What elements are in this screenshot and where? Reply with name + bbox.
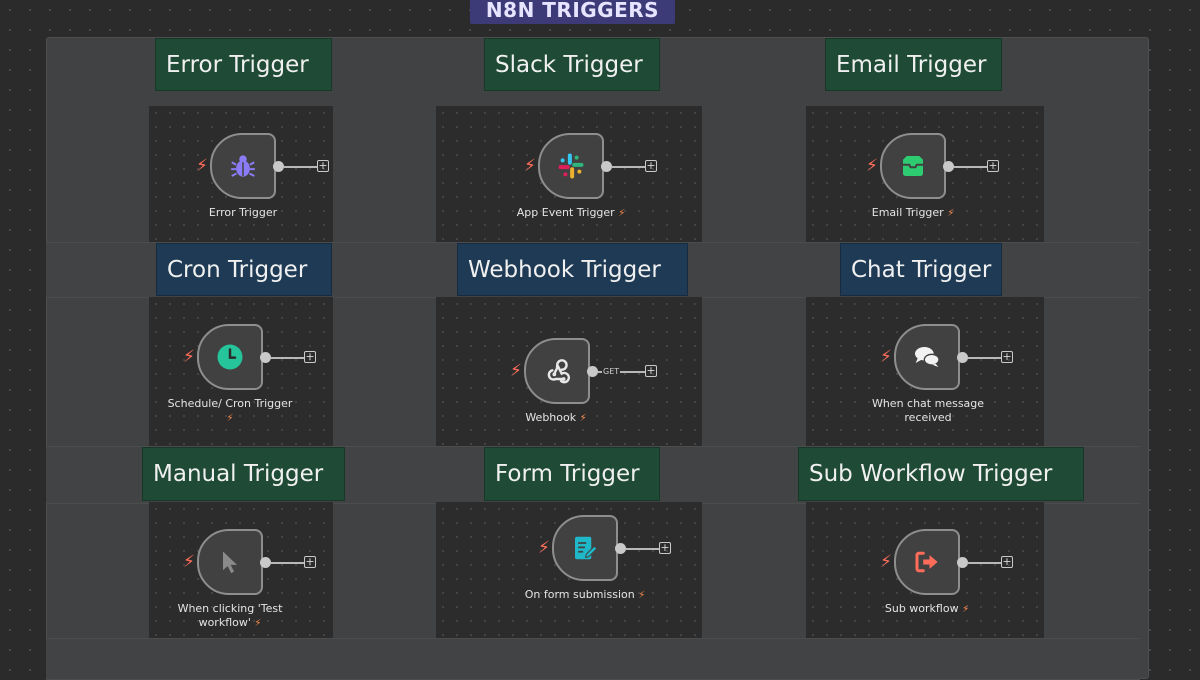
output-handle[interactable] (587, 366, 598, 377)
output-handle[interactable] (260, 557, 271, 568)
output-handle[interactable] (943, 161, 954, 172)
node-label-webhook: Webhook ⚡ (525, 411, 587, 424)
output-handle[interactable] (957, 557, 968, 568)
add-node-plus-icon[interactable]: + (659, 541, 671, 554)
add-node-plus-icon[interactable]: + (645, 159, 657, 172)
add-node-plus-icon[interactable]: + (1001, 350, 1013, 363)
add-node-plus-icon[interactable]: + (304, 350, 316, 363)
add-node-plus-icon[interactable]: + (317, 159, 329, 172)
node-label-schedule-cron-trigger: Schedule/ Cron Trigger⚡ (167, 397, 293, 424)
node-label-error-trigger: Error Trigger (208, 206, 278, 219)
sticky-manual-trigger[interactable]: Manual Trigger (142, 447, 345, 501)
inbox-icon (903, 156, 923, 176)
output-connector (598, 371, 646, 373)
output-connector (612, 166, 646, 168)
trigger-bolt-icon: ⚡ (510, 361, 522, 381)
node-form-trigger[interactable] (552, 515, 618, 581)
section-header[interactable]: N8N TRIGGERS (470, 0, 675, 24)
output-handle[interactable] (957, 352, 968, 363)
canvas-manual-trigger (149, 502, 333, 638)
webhook-icon (547, 359, 571, 384)
trigger-bolt-icon: ⚡ (183, 347, 195, 367)
sticky-email-trigger[interactable]: Email Trigger (825, 38, 1002, 91)
output-connector (626, 548, 660, 550)
bug-icon (231, 155, 255, 177)
form-icon (575, 536, 598, 560)
sticky-chat-trigger[interactable]: Chat Trigger (840, 243, 1002, 296)
output-handle[interactable] (273, 161, 284, 172)
slack-icon (558, 153, 584, 179)
sticky-sub-workflow-trigger[interactable]: Sub Workflow Trigger (798, 447, 1084, 501)
node-chat-trigger[interactable] (894, 324, 960, 390)
node-label-form-trigger: On form submission ⚡ (524, 588, 646, 601)
output-connector (954, 166, 988, 168)
node-webhook[interactable] (524, 338, 590, 404)
http-method-label: GET (602, 367, 621, 376)
sticky-error-trigger[interactable]: Error Trigger (155, 38, 332, 91)
trigger-bolt-icon: ⚡ (196, 156, 208, 176)
output-connector (968, 562, 1002, 564)
output-connector (271, 562, 305, 564)
node-label-email-trigger: Email Trigger ⚡ (871, 206, 955, 219)
trigger-bolt-icon: ⚡ (866, 156, 878, 176)
output-handle[interactable] (601, 161, 612, 172)
sign-in-icon (915, 551, 938, 573)
row-divider-band (46, 638, 1140, 680)
output-handle[interactable] (615, 543, 626, 554)
output-connector (271, 357, 305, 359)
output-connector (284, 166, 318, 168)
node-error-trigger[interactable] (210, 133, 276, 199)
trigger-bolt-icon: ⚡ (538, 538, 550, 558)
node-sub-workflow[interactable] (894, 529, 960, 595)
node-schedule-cron-trigger[interactable] (197, 324, 263, 390)
add-node-plus-icon[interactable]: + (987, 159, 999, 172)
node-label-app-event-trigger: App Event Trigger ⚡ (516, 206, 626, 219)
output-connector (968, 357, 1002, 359)
add-node-plus-icon[interactable]: + (645, 364, 657, 377)
output-handle[interactable] (260, 352, 271, 363)
trigger-bolt-icon: ⚡ (880, 347, 892, 367)
cursor-icon (223, 551, 237, 574)
node-email-trigger[interactable] (880, 133, 946, 199)
node-app-event-trigger[interactable] (538, 133, 604, 199)
chat-icon (915, 347, 940, 367)
sticky-slack-trigger[interactable]: Slack Trigger (484, 38, 660, 91)
add-node-plus-icon[interactable]: + (304, 555, 316, 568)
clock-icon (217, 344, 243, 370)
trigger-bolt-icon: ⚡ (183, 552, 195, 572)
sticky-webhook-trigger[interactable]: Webhook Trigger (457, 243, 688, 296)
node-manual-trigger[interactable] (197, 529, 263, 595)
canvas-error-trigger (149, 106, 333, 242)
trigger-bolt-icon: ⚡ (880, 552, 892, 572)
sticky-form-trigger[interactable]: Form Trigger (484, 447, 660, 501)
trigger-bolt-icon: ⚡ (524, 156, 536, 176)
node-label-sub-workflow: Sub workflow ⚡ (884, 602, 970, 615)
sticky-cron-trigger[interactable]: Cron Trigger (156, 243, 332, 296)
add-node-plus-icon[interactable]: + (1001, 555, 1013, 568)
